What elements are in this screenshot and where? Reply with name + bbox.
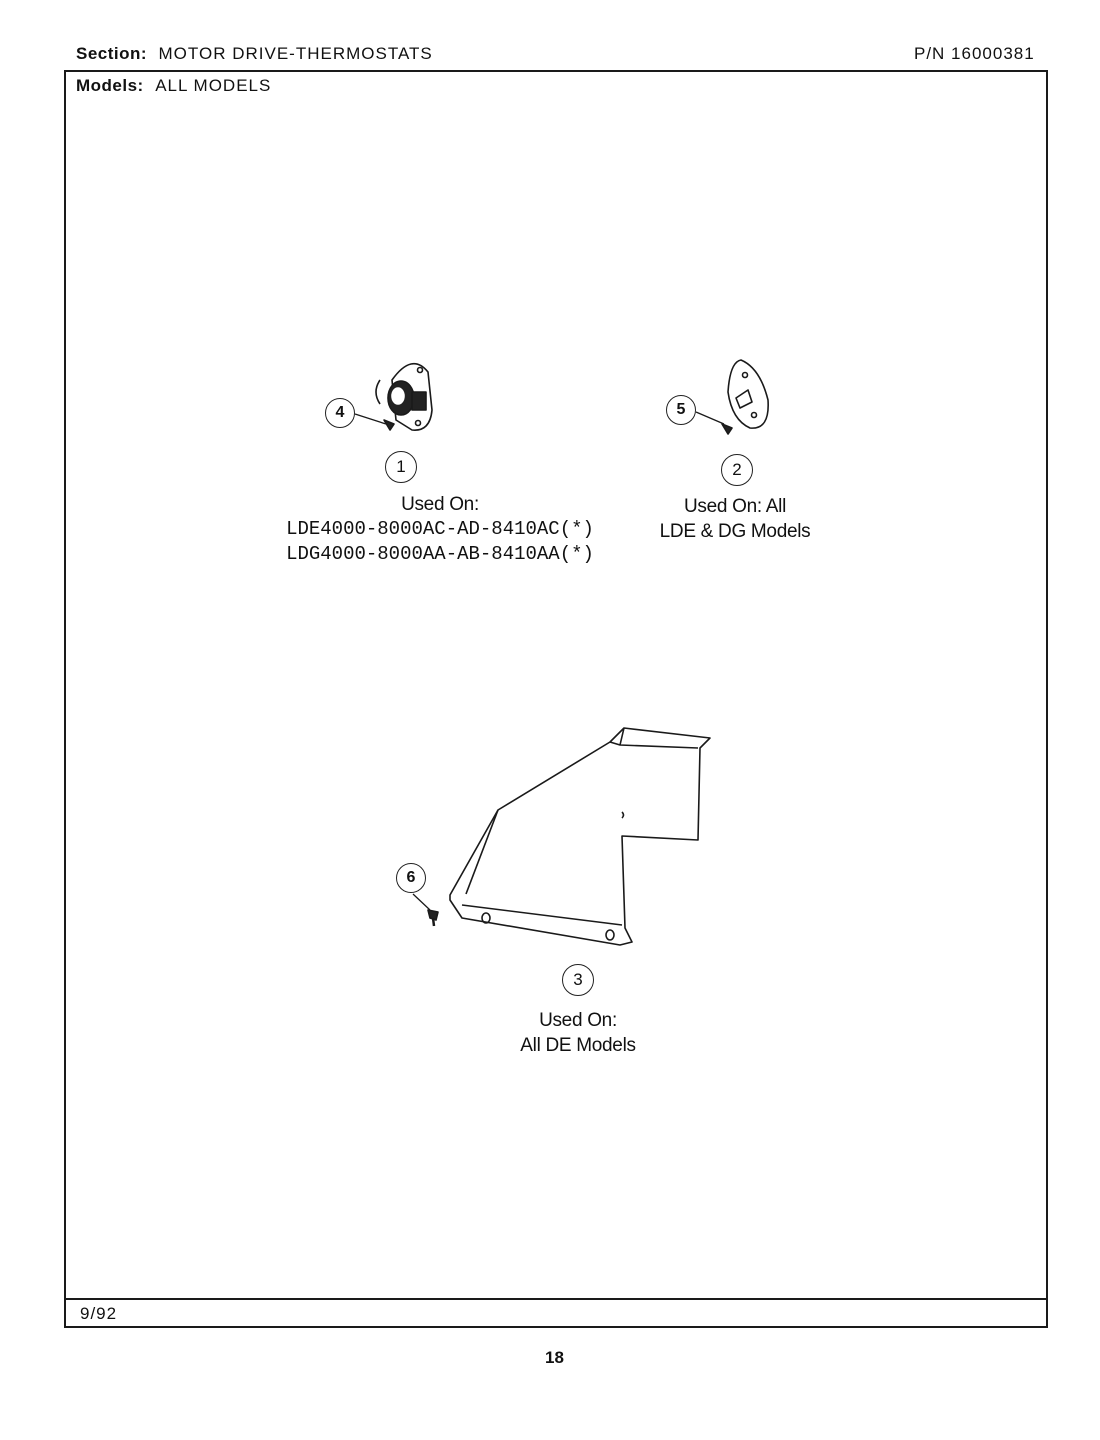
footer-divider xyxy=(64,1298,1048,1300)
callout-5: 5 xyxy=(666,395,696,425)
bracket-drawing xyxy=(449,727,711,946)
caption-1-line-2: LDE4000-8000AC-AD-8410AC(*) xyxy=(286,518,594,540)
thermostat-2-drawing xyxy=(721,359,769,435)
models-value: ALL MODELS xyxy=(155,76,272,95)
diagram-frame xyxy=(64,70,1048,1328)
callout-2: 2 xyxy=(721,454,753,486)
caption-1-line-1: Used On: xyxy=(401,494,479,515)
models-label: Models: xyxy=(76,76,144,95)
page-number: 18 xyxy=(545,1348,564,1367)
caption-3-line-1: Used On: xyxy=(539,1010,617,1031)
models-header: Models: ALL MODELS xyxy=(76,76,271,96)
callout-4: 4 xyxy=(325,398,355,428)
thermostat-1-drawing xyxy=(375,362,433,431)
callout-3: 3 xyxy=(562,964,594,996)
revision-date: 9/92 xyxy=(80,1304,118,1323)
callout-1: 1 xyxy=(385,451,417,483)
callout-6: 6 xyxy=(396,863,426,893)
caption-part-2: Used On: All LDE & DG Models xyxy=(630,494,840,544)
leader-line-5 xyxy=(695,411,725,425)
part-number: P/N 16000381 xyxy=(914,44,1035,63)
caption-2-line-1: Used On: All xyxy=(683,496,786,517)
section-header: Section: MOTOR DRIVE-THERMOSTATS xyxy=(76,44,433,64)
caption-part-1: Used On: LDE4000-8000AC-AD-8410AC(*) LDG… xyxy=(255,492,625,567)
leader-line-4 xyxy=(354,413,387,425)
screw-6-drawing xyxy=(427,909,439,927)
caption-2-line-2: LDE & DG Models xyxy=(659,521,811,542)
leader-line-6 xyxy=(412,893,431,911)
caption-1-line-3: LDG4000-8000AA-AB-8410AA(*) xyxy=(286,543,594,565)
section-title: MOTOR DRIVE-THERMOSTATS xyxy=(158,44,433,63)
caption-part-3: Used On: All DE Models xyxy=(478,1008,678,1058)
caption-3-line-2: All DE Models xyxy=(520,1035,636,1056)
section-label: Section: xyxy=(76,44,148,63)
